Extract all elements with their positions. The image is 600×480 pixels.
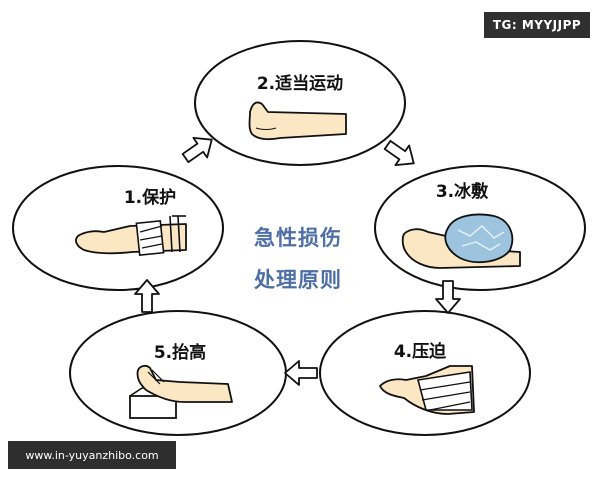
step-4-label: 4.压迫	[394, 341, 447, 362]
step-2-ellipse	[194, 40, 406, 166]
center-title-line1: 急性损伤	[254, 226, 342, 250]
arrow-1-to-2-icon	[181, 136, 213, 164]
step-5-ellipse	[69, 310, 287, 436]
elevated-leg-icon	[129, 364, 233, 419]
center-title-line2: 处理原则	[253, 268, 342, 292]
wrapped-leg-icon	[379, 365, 475, 415]
step-1-label: 1.保护	[124, 187, 176, 208]
step-2-label: 2.适当运动	[257, 73, 343, 94]
ice-pack-foot-icon	[401, 213, 521, 269]
telegram-badge: TG: MYYJJPP	[484, 12, 590, 38]
arrow-4-to-5-icon	[284, 360, 318, 386]
arrow-2-to-3-icon	[383, 139, 415, 167]
arrow-3-to-4-icon	[435, 280, 461, 314]
step-5-label: 5.抬高	[154, 342, 206, 363]
bandaged-foot-icon	[75, 215, 187, 257]
leg-icon	[248, 101, 347, 141]
step-4-ellipse	[319, 310, 531, 436]
step-3-label: 3.冰敷	[436, 181, 489, 202]
arrow-5-to-1-icon	[134, 279, 160, 313]
website-badge: www.in-yuyanzhibo.com	[8, 441, 176, 469]
